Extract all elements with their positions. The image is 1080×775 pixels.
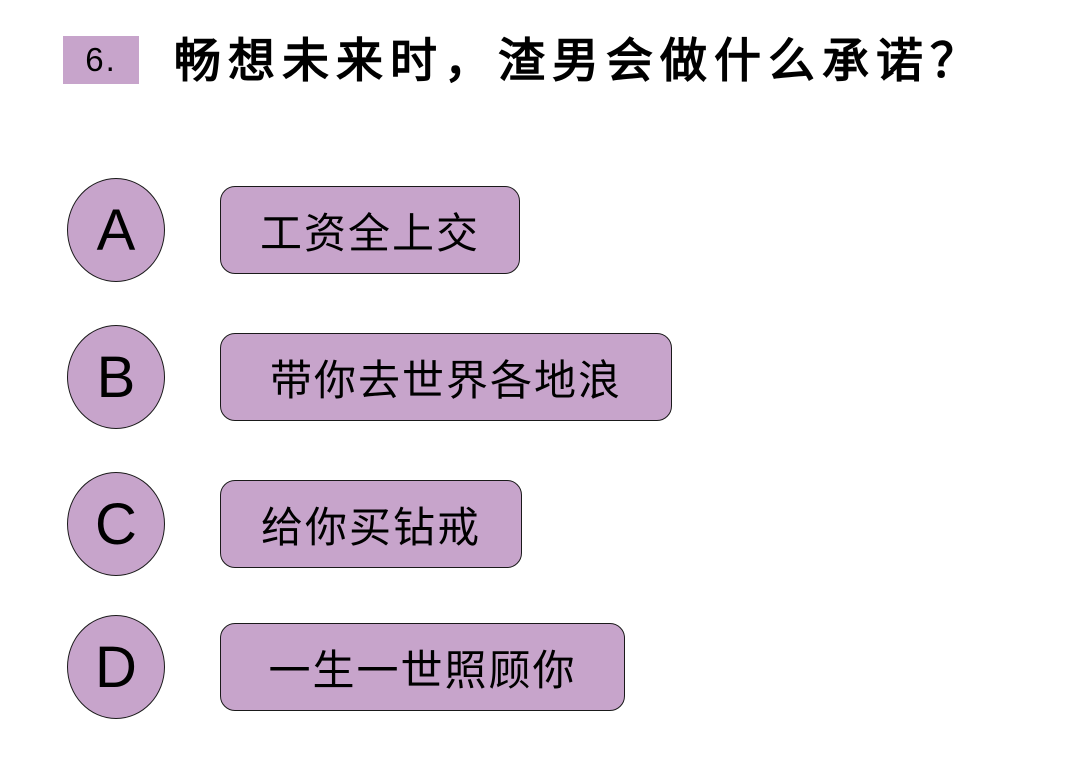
option-letter-a[interactable]: A <box>67 178 165 282</box>
option-letter-d[interactable]: D <box>67 615 165 719</box>
option-button-a[interactable]: 工资全上交 <box>220 186 520 274</box>
question-number-badge: 6. <box>63 36 139 84</box>
option-button-d[interactable]: 一生一世照顾你 <box>220 623 625 711</box>
option-button-c[interactable]: 给你买钻戒 <box>220 480 522 568</box>
option-letter-b[interactable]: B <box>67 325 165 429</box>
option-button-b[interactable]: 带你去世界各地浪 <box>220 333 672 421</box>
option-letter-c[interactable]: C <box>67 472 165 576</box>
question-title: 畅想未来时，渣男会做什么承诺？ <box>174 34 984 87</box>
